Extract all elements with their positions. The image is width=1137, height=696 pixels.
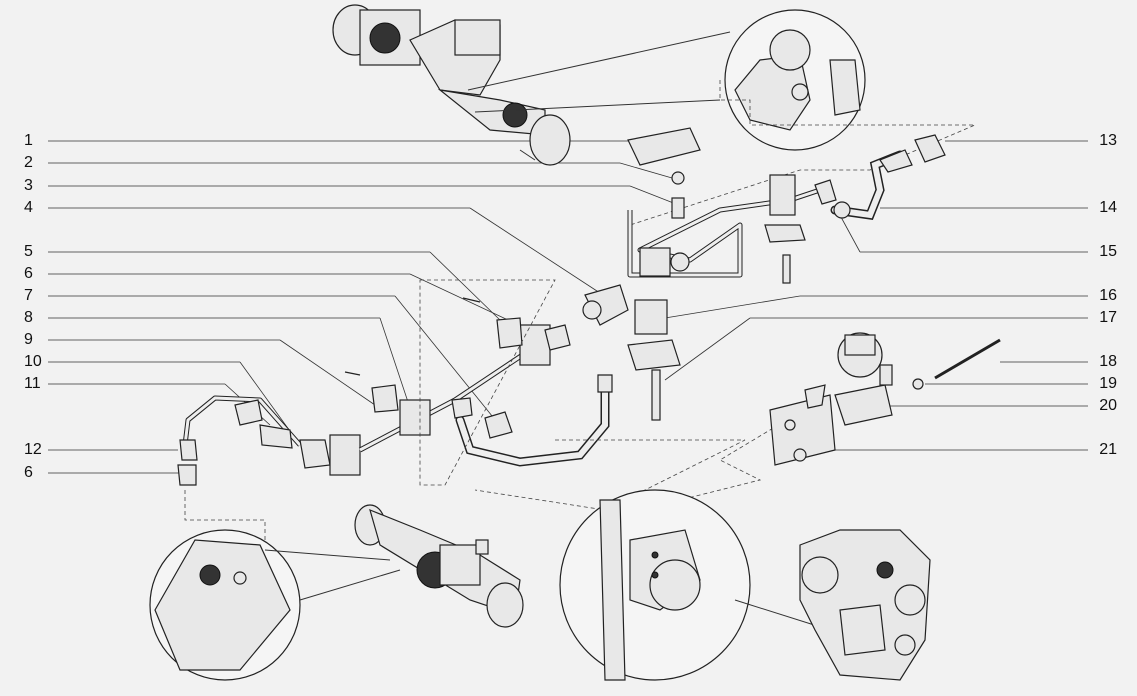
- label-right-18: 18: [1099, 353, 1117, 370]
- label-left-8: 8: [24, 309, 33, 326]
- right-hose: [814, 134, 946, 220]
- label-left-11: 11: [24, 375, 41, 392]
- label-left-4: 4: [24, 199, 33, 216]
- front-axle-illustration: [332, 4, 571, 166]
- leader-lines-right: [664, 140, 1088, 451]
- leader-lines-left: [48, 140, 677, 474]
- detail-circle-bottom-right: [559, 489, 831, 681]
- label-left-7: 7: [24, 287, 33, 304]
- rear-axle-illustration: [354, 504, 524, 628]
- transfer-case-illustration: [799, 529, 931, 681]
- label-right-19: 19: [1099, 375, 1117, 392]
- long-hoses: [451, 374, 613, 467]
- label-left-3: 3: [24, 177, 33, 194]
- label-left-10: 10: [24, 353, 42, 370]
- label-right-17: 17: [1099, 309, 1117, 326]
- label-right-21: 21: [1099, 441, 1117, 458]
- valve-block: [769, 332, 1001, 466]
- label-left-12: 12: [24, 441, 42, 458]
- label-right-14: 14: [1099, 199, 1117, 216]
- pipe-assembly: [582, 127, 821, 421]
- label-right-15: 15: [1099, 243, 1117, 260]
- label-left-6: 6: [24, 265, 33, 282]
- detail-circle-bottom-left: [149, 529, 401, 681]
- label-right-20: 20: [1099, 397, 1117, 414]
- label-right-13: 13: [1099, 132, 1117, 149]
- label-left-2: 2: [24, 154, 33, 171]
- label-left-9: 9: [24, 331, 33, 348]
- detail-circle-top-right: [467, 9, 976, 226]
- dashed-guides: [184, 279, 809, 540]
- label-right-16: 16: [1099, 287, 1117, 304]
- label-left-5: 5: [24, 243, 33, 260]
- label-left-6-bottom: 6: [24, 464, 33, 481]
- label-left-1: 1: [24, 132, 33, 149]
